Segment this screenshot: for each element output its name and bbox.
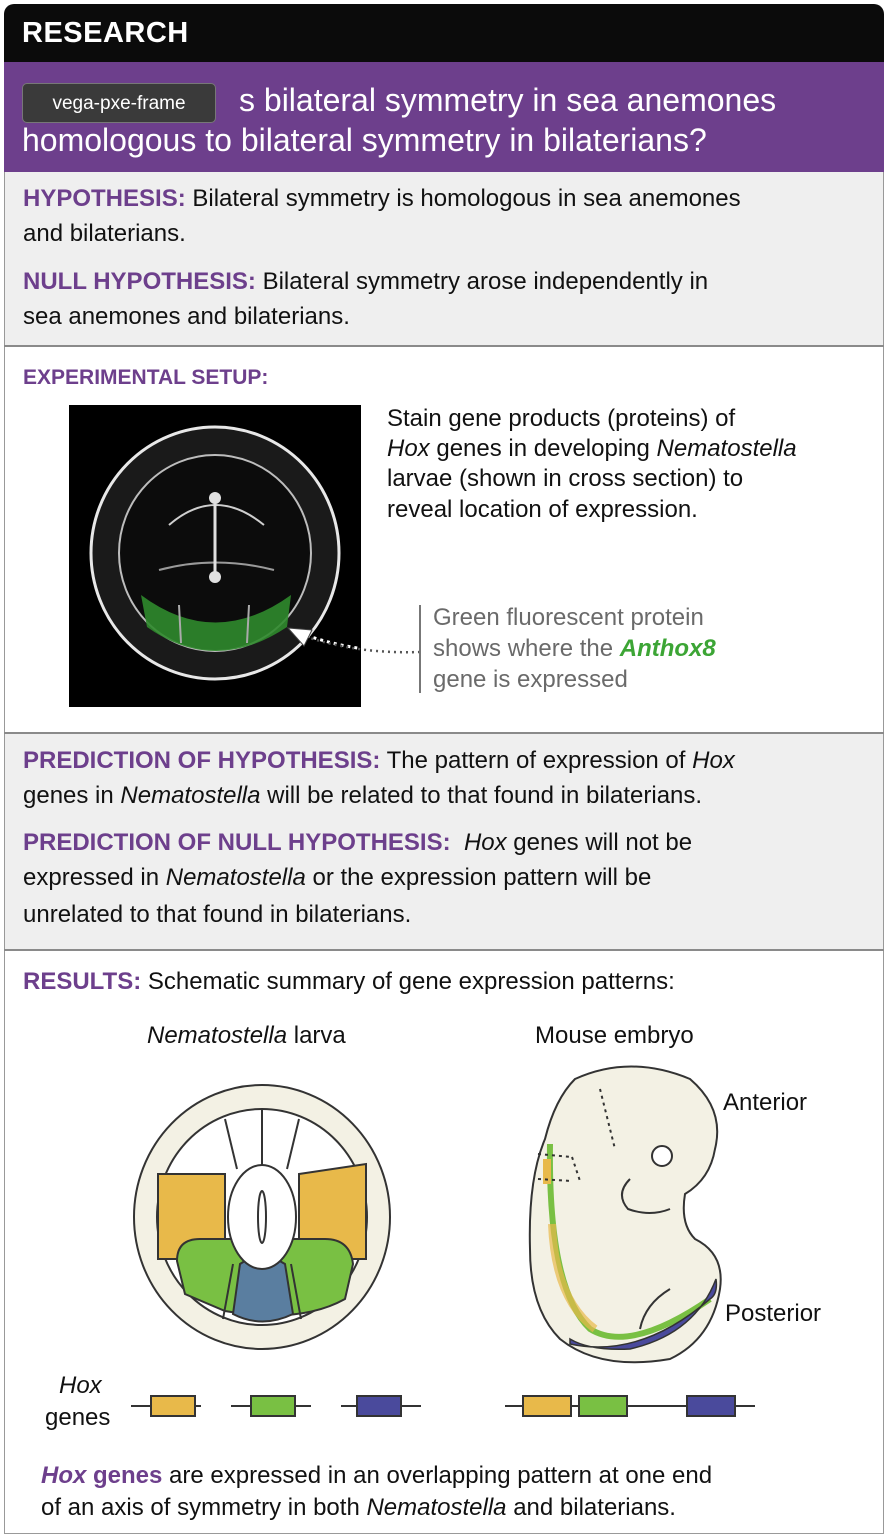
results-label: RESULTS: <box>23 968 142 995</box>
prediction-text: The pattern of expression of <box>380 747 693 774</box>
caption-bracket-line <box>419 605 421 693</box>
nematostella-word: Nematostella <box>366 1494 507 1521</box>
hox-word: Hox <box>692 747 735 774</box>
conclusion-text: and bilaterians. <box>506 1494 676 1521</box>
prediction-section: PREDICTION OF HYPOTHESIS: The pattern of… <box>4 734 884 950</box>
setup-section: EXPERIMENTAL SETUP: Stain gene products … <box>4 347 884 733</box>
null-hypothesis-label: NULL HYPOTHESIS: <box>23 268 256 295</box>
hox-genes-label-1: Hox <box>59 1372 102 1399</box>
hox-genes-bold: Hox genes <box>41 1462 163 1489</box>
frame-tag-badge[interactable]: vega-pxe-frame <box>22 83 216 123</box>
null-hypothesis-text: Bilateral symmetry arose independently i… <box>255 268 709 295</box>
hypothesis-label: HYPOTHESIS: <box>23 185 186 212</box>
hox-word: Hox <box>463 829 507 856</box>
setup-text-line-4: reveal location of expression. <box>387 496 698 523</box>
larva-hox-gene-row <box>131 1395 421 1417</box>
hox-word: Hox <box>387 435 430 462</box>
null-prediction-label: PREDICTION OF NULL HYPOTHESIS: <box>23 829 451 856</box>
research-label: RESEARCH <box>22 17 189 49</box>
posterior-label: Posterior <box>725 1300 822 1327</box>
nematostella-word: Nematostella <box>165 864 306 891</box>
null-prediction-text: expressed in <box>23 864 166 891</box>
prediction-line-2: genes in Nematostella will be related to… <box>23 779 702 813</box>
setup-text-mid: genes in developing <box>429 435 657 462</box>
setup-text-line-2: Hox genes in developing Nematostella <box>387 432 797 466</box>
null-prediction-text: or the expression pattern will be <box>305 864 652 891</box>
null-prediction-line-1: PREDICTION OF NULL HYPOTHESIS: Hox genes… <box>23 826 692 860</box>
null-prediction-line-2: expressed in Nematostella or the express… <box>23 861 651 895</box>
divider <box>4 732 884 734</box>
hypothesis-line-1: HYPOTHESIS: Bilateral symmetry is homolo… <box>23 182 741 216</box>
mouse-title: Mouse embryo <box>535 1022 694 1049</box>
prediction-label: PREDICTION OF HYPOTHESIS: <box>23 747 381 774</box>
setup-label: EXPERIMENTAL SETUP: <box>23 366 269 389</box>
prediction-line-1: PREDICTION OF HYPOTHESIS: The pattern of… <box>23 744 735 778</box>
anterior-label: Anterior <box>723 1089 808 1116</box>
larva-word: larva <box>287 1022 346 1049</box>
null-hypothesis-line-2: sea anemones and bilaterians. <box>23 303 350 330</box>
setup-text-line-1: Stain gene products (proteins) of <box>387 405 736 432</box>
nematostella-word: Nematostella <box>656 435 797 462</box>
null-prediction-line-3: unrelated to that found in bilaterians. <box>23 901 412 928</box>
larva-title: Nematostella larva <box>147 1019 346 1053</box>
null-prediction-text: genes will not be <box>506 829 693 856</box>
divider <box>4 949 884 951</box>
hypothesis-text: Bilateral symmetry is homologous in sea … <box>185 185 741 212</box>
conclusion-text: of an axis of symmetry in both <box>41 1494 367 1521</box>
conclusion-line-2: of an axis of symmetry in both Nematoste… <box>41 1491 676 1525</box>
setup-text-line-3: larvae (shown in cross section) to <box>387 465 744 492</box>
prediction-text: will be related to that found in bilater… <box>260 782 703 809</box>
larva-schematic <box>133 1084 391 1350</box>
nematostella-word: Nematostella <box>120 782 261 809</box>
results-section: RESULTS: Schematic summary of gene expre… <box>4 951 884 1534</box>
divider <box>4 345 884 347</box>
hypothesis-section: HYPOTHESIS: Bilateral symmetry is homolo… <box>4 172 884 346</box>
conclusion-text: are expressed in an overlapping pattern … <box>162 1462 713 1489</box>
prediction-text: genes in <box>23 782 121 809</box>
caption-text: shows where the <box>433 635 620 662</box>
nematostella-word: Nematostella <box>147 1022 288 1049</box>
caption-line-1: Green fluorescent protein <box>433 604 704 631</box>
pointer-arrow <box>286 627 421 654</box>
larva-micrograph <box>69 405 361 707</box>
research-header-bar: RESEARCH <box>4 4 884 62</box>
hox-genes-label-2: genes <box>45 1404 111 1431</box>
conclusion-line-1: Hox genes are expressed in an overlappin… <box>41 1459 712 1493</box>
mouse-embryo-schematic <box>528 1065 722 1364</box>
anthox8-gene-label: Anthox8 <box>619 635 716 662</box>
results-text: Schematic summary of gene expression pat… <box>141 968 675 995</box>
mouse-hox-gene-row <box>505 1395 755 1417</box>
caption-line-3: gene is expressed <box>433 666 628 693</box>
hypothesis-line-2: and bilaterians. <box>23 220 186 247</box>
title-line-2: homologous to bilateral symmetry in bila… <box>22 122 707 158</box>
null-hypothesis-line-1: NULL HYPOTHESIS: Bilateral symmetry aros… <box>23 265 708 299</box>
caption-line-2: shows where the Anthox8 <box>433 632 716 666</box>
title-line-1: s bilateral symmetry in sea anemones <box>239 82 777 118</box>
title-band: s bilateral symmetry in sea anemones hom… <box>4 62 884 172</box>
results-line: RESULTS: Schematic summary of gene expre… <box>23 965 675 999</box>
